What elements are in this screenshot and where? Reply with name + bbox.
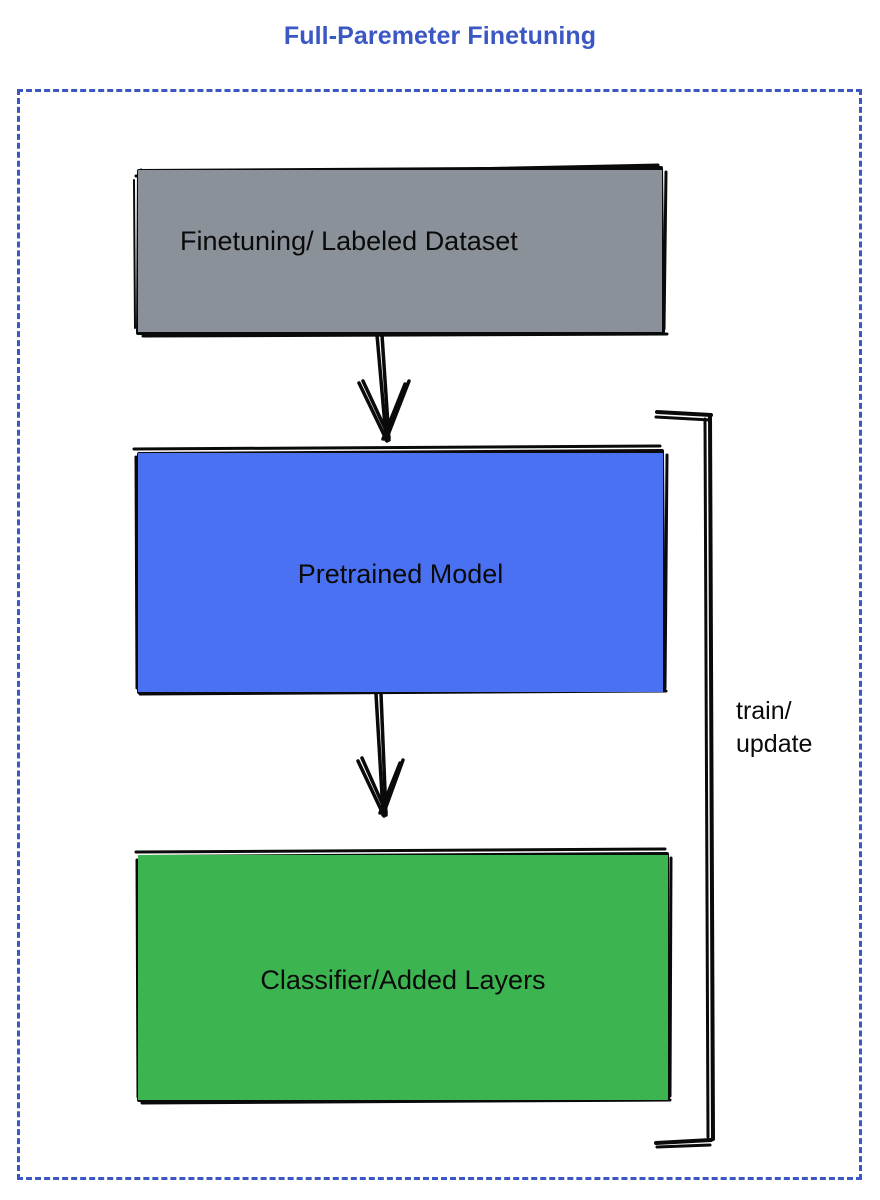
node-classifier-added-layers[interactable]: Classifier/Added Layers — [138, 855, 668, 1100]
node-dataset-fill — [138, 170, 662, 332]
edge-label-train-update-line2: update — [736, 730, 813, 758]
node-dataset-label: Finetuning/ Labeled Dataset — [180, 226, 518, 256]
node-dataset[interactable]: Finetuning/ Labeled Dataset — [138, 170, 662, 332]
node-classifier-added-layers-fill — [138, 855, 668, 1100]
node-pretrained-model-label: Pretrained Model — [297, 559, 504, 589]
diagram-dashed-frame — [17, 89, 862, 1180]
node-pretrained-model-fill — [138, 453, 663, 692]
node-classifier-added-layers-label: Classifier/Added Layers — [260, 965, 546, 995]
edge-label-train-update-line1: train/ — [736, 697, 792, 725]
page-title: Full-Paremeter Finetuning — [283, 22, 597, 50]
node-pretrained-model[interactable]: Pretrained Model — [138, 453, 663, 692]
edge-label-train-update: train/ update — [736, 695, 846, 761]
